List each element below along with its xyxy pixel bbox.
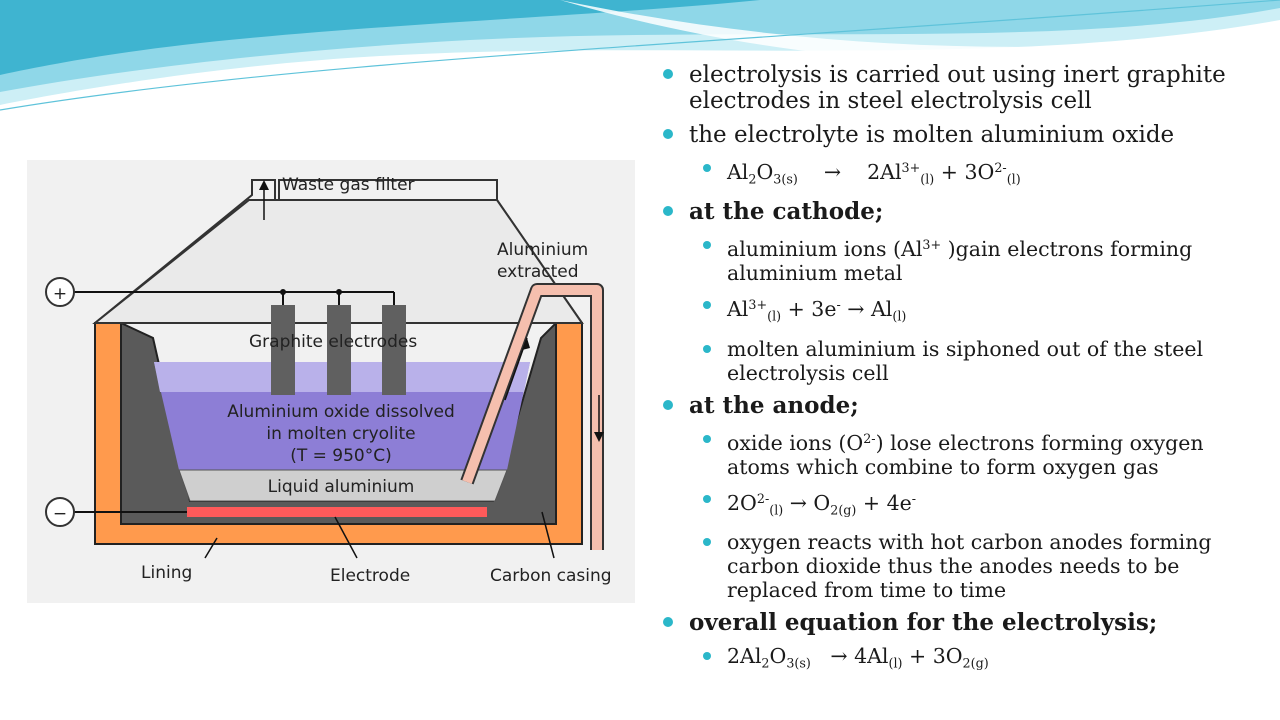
liquid-aluminium-label: Liquid aluminium <box>268 477 415 497</box>
bullet-electrolysis-method: electrolysis is carried out using inert … <box>660 62 1270 114</box>
equation-anode: 2O2-(l) → O2(g) + 4e- <box>660 487 1270 522</box>
heading-cathode: at the cathode; <box>660 199 1270 225</box>
bullet-anode-ions: oxide ions (O2-) lose electrons forming … <box>660 427 1270 479</box>
equation-dissociation: Al2O3(s) → 2Al3+(l) + 3O2-(l) <box>660 156 1270 191</box>
bullet-anode-replacement: oxygen reacts with hot carbon anodes for… <box>660 530 1270 602</box>
lining-label: Lining <box>141 563 192 583</box>
negative-terminal <box>45 497 75 527</box>
waste-gas-label: Waste gas filter <box>282 175 415 195</box>
liquid-aluminium-layer <box>178 469 508 502</box>
aluminium-extracted-label: Aluminium <box>497 240 588 260</box>
svg-text:(T = 950°C): (T = 950°C) <box>290 446 392 466</box>
cathode-bar <box>187 507 487 517</box>
electrolysis-cell-diagram: + − Waste gas filter Aluminium extracted… <box>27 160 635 603</box>
positive-terminal <box>45 277 75 307</box>
equation-cathode: Al3+(l) + 3e- → Al(l) <box>660 293 1270 328</box>
carbon-casing-label: Carbon casing <box>490 566 612 586</box>
svg-text:−: − <box>53 504 67 524</box>
electrode-label: Electrode <box>330 566 410 586</box>
equation-overall: 2Al2O3(s) → 4Al(l) + 3O2(g) <box>660 644 1270 675</box>
oxide-label: Aluminium oxide dissolved <box>227 402 455 422</box>
graphite-anodes <box>72 289 406 395</box>
bullet-siphon: molten aluminium is siphoned out of the … <box>660 337 1270 385</box>
bullet-content: electrolysis is carried out using inert … <box>660 62 1270 684</box>
header-wave-decoration <box>0 0 1280 111</box>
svg-text:+: + <box>53 284 67 304</box>
bullet-cathode-ions: aluminium ions (Al3+ )gain electrons for… <box>660 233 1270 285</box>
svg-text:extracted: extracted <box>497 262 579 282</box>
heading-overall: overall equation for the electrolysis; <box>660 610 1270 636</box>
bullet-electrolyte: the electrolyte is molten aluminium oxid… <box>660 122 1270 148</box>
svg-text:in molten cryolite: in molten cryolite <box>266 424 415 444</box>
heading-anode: at the anode; <box>660 392 1270 419</box>
graphite-label: Graphite electrodes <box>249 332 417 352</box>
